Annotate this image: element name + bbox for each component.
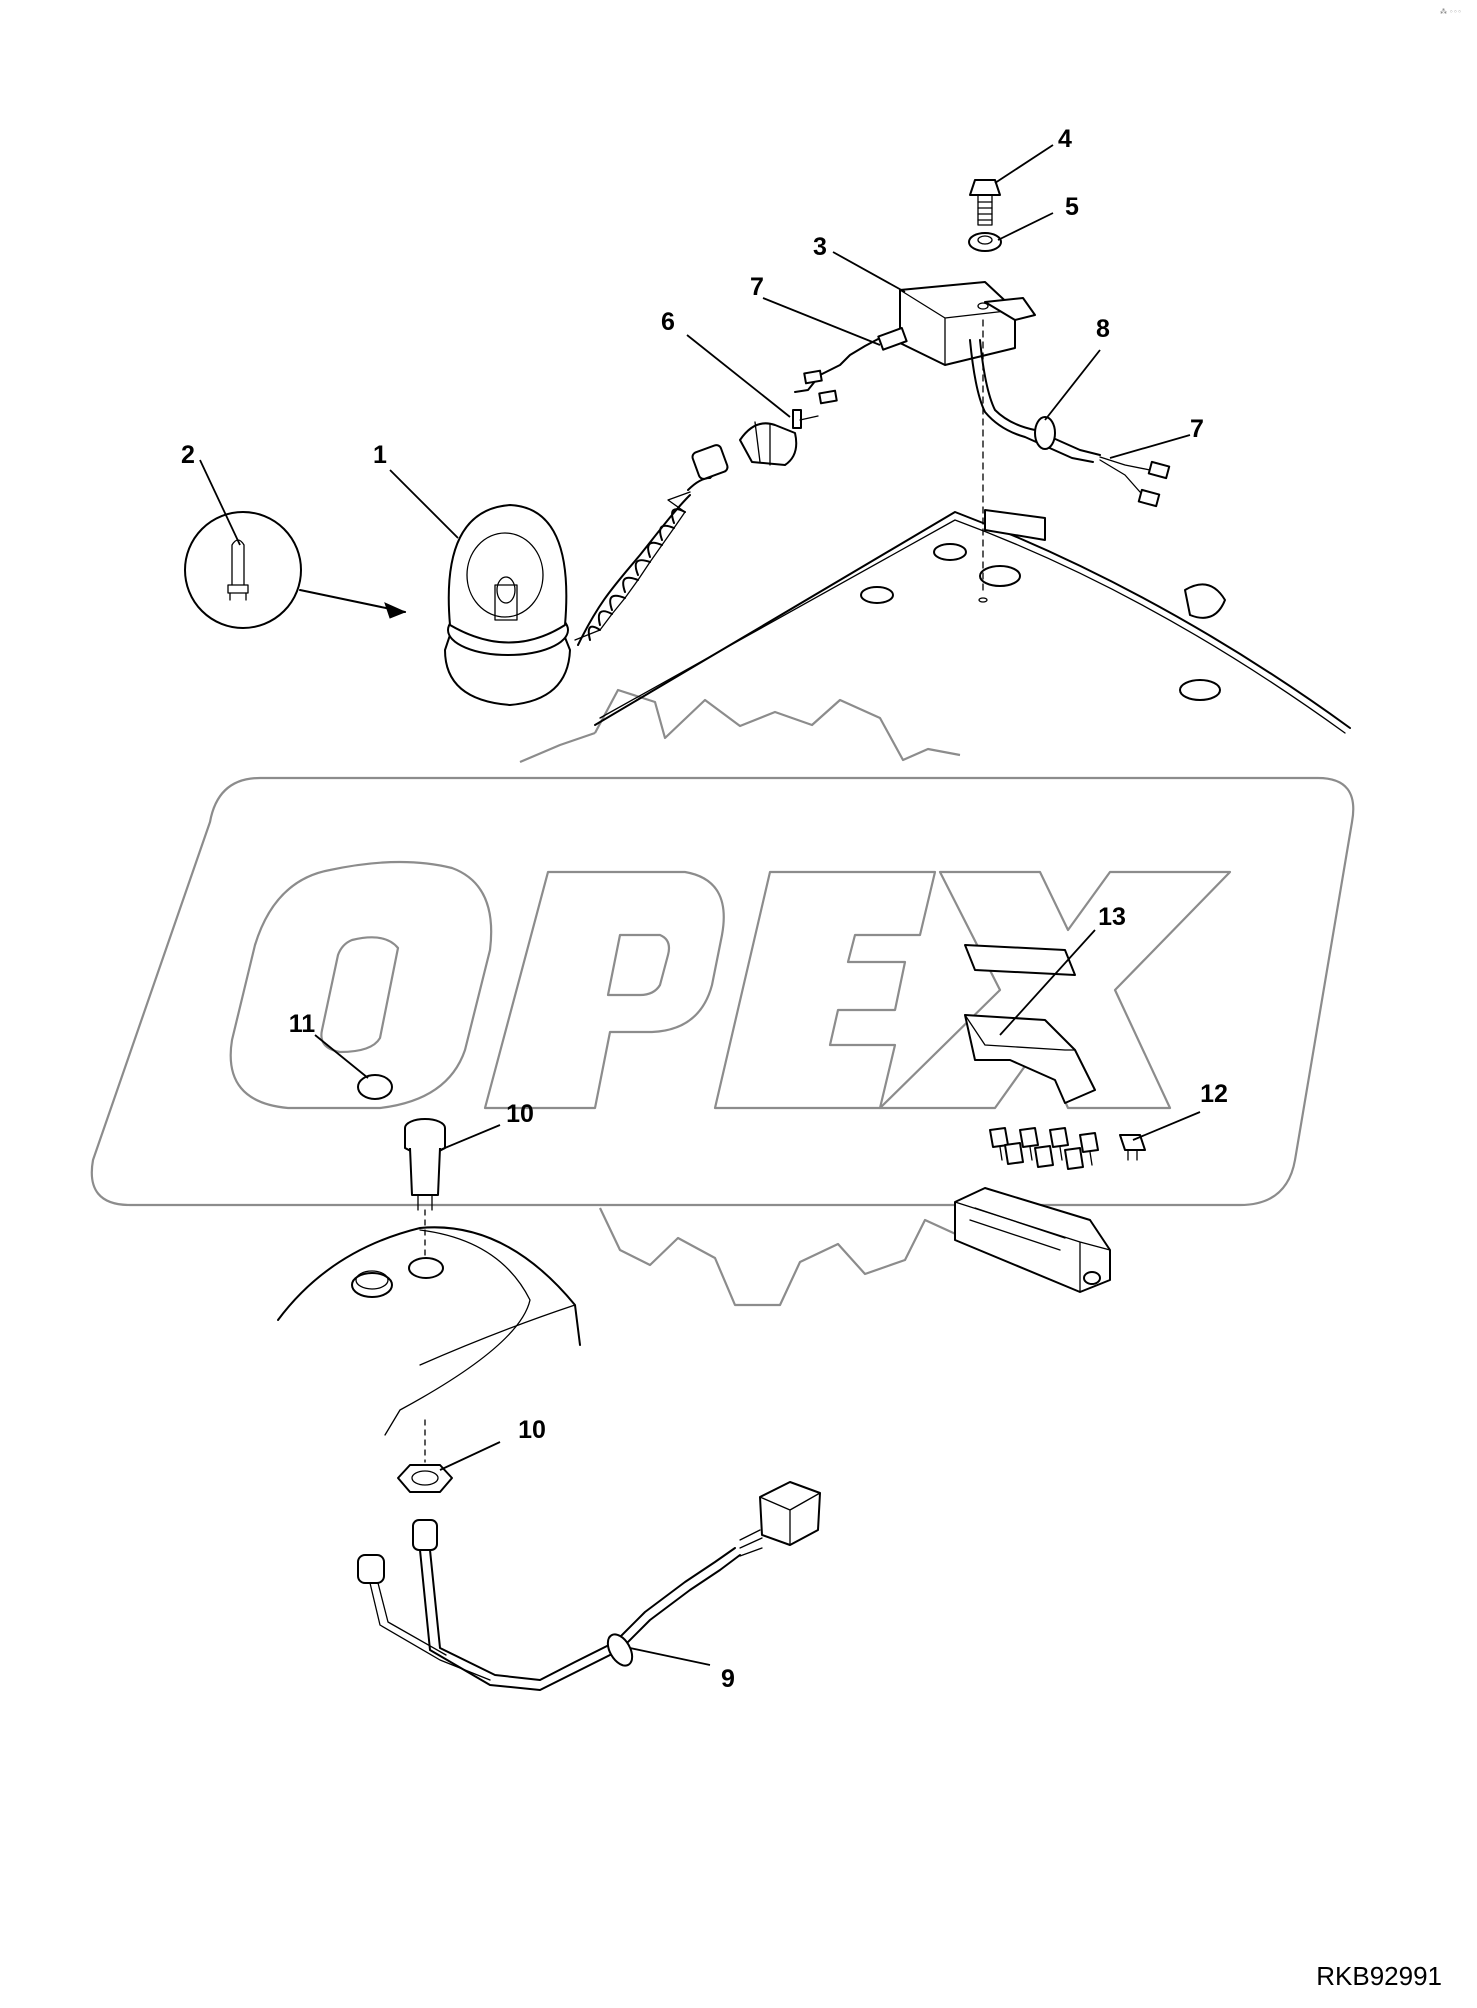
roof-mount-hole (978, 597, 988, 603)
callout-7-top: 7 (750, 273, 764, 301)
callout-10-nut: 10 (518, 1416, 546, 1444)
watermark-letter-x (878, 870, 1232, 1110)
fuse-set (989, 1127, 1099, 1170)
watermark-badge-outline (90, 776, 1355, 1207)
harness-connector-b (357, 1554, 385, 1584)
opex-watermark (90, 688, 1355, 1307)
roof-hole (860, 586, 894, 604)
console-panel (277, 1226, 581, 1436)
cable-tie (606, 1633, 634, 1667)
switch-harness (357, 1419, 821, 1691)
callout-5: 5 (1065, 193, 1079, 221)
fuse-label-strip (964, 944, 1076, 976)
watermark-letter-o (229, 860, 493, 1110)
roof-bracket (984, 509, 1046, 541)
callout-2: 2 (181, 441, 195, 469)
watermark-letter-e (713, 870, 937, 1110)
watermark-gear-outline (519, 688, 986, 1307)
callout-13: 13 (1098, 903, 1126, 931)
callout-4: 4 (1058, 125, 1072, 153)
bulb-inset (184, 511, 407, 629)
callout-12: 12 (1200, 1080, 1228, 1108)
beacon-lamp (444, 504, 571, 706)
roof-hole (1179, 679, 1221, 701)
plug-connector (739, 409, 819, 466)
roof-hole (933, 543, 967, 561)
callout-8: 8 (1096, 315, 1110, 343)
callout-3: 3 (813, 233, 827, 261)
corner-mark: ⁂ ◦◦◦ (1440, 8, 1462, 16)
drawing-reference-code: RKB92991 (1316, 1961, 1442, 1991)
cab-roof (594, 509, 1351, 734)
roof-hole (979, 565, 1021, 587)
relay-box (794, 281, 1171, 591)
roof-lug (1184, 583, 1226, 619)
blanking-plug (357, 1074, 393, 1100)
fuse-cover (964, 1014, 1096, 1104)
watermark-letter-p (483, 870, 725, 1110)
callout-7-right: 7 (1190, 415, 1204, 443)
callout-labels: 1 2 3 4 5 6 7 7 8 9 10 10 11 12 13 (181, 125, 1228, 1693)
fuse-box (954, 944, 1146, 1293)
callout-10-switch: 10 (506, 1100, 534, 1128)
leader-lines (199, 144, 1201, 1666)
callout-1: 1 (373, 441, 387, 469)
beacon-switch (404, 1118, 446, 1256)
callout-9: 9 (721, 1665, 735, 1693)
callout-6: 6 (661, 308, 675, 336)
callout-11: 11 (289, 1010, 316, 1038)
bolt-and-washer (968, 179, 1002, 252)
coiled-cable (574, 444, 729, 646)
harness-connector-a (412, 1519, 438, 1551)
hex-nut (397, 1464, 453, 1493)
